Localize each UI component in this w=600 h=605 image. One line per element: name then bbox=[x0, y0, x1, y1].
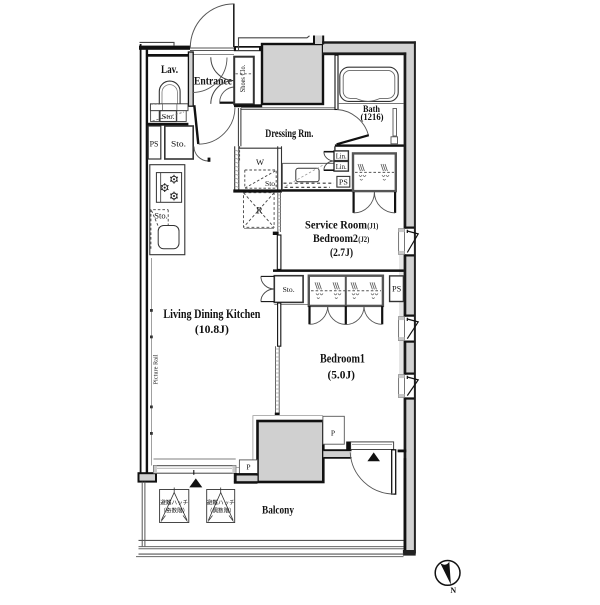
svg-text:P: P bbox=[246, 462, 250, 471]
svg-text:Balcony: Balcony bbox=[262, 505, 294, 517]
svg-text:Bedroom1: Bedroom1 bbox=[320, 352, 365, 366]
svg-text:Lin.: Lin. bbox=[336, 163, 347, 171]
svg-text:(5.0J): (5.0J) bbox=[327, 368, 355, 382]
svg-text:Sto.: Sto. bbox=[171, 139, 186, 149]
svg-text:N: N bbox=[450, 586, 456, 595]
svg-text:Living Dining Kitchen: Living Dining Kitchen bbox=[163, 307, 260, 321]
svg-text:(10.8J): (10.8J) bbox=[195, 322, 229, 336]
svg-text:Service Room: Service Room bbox=[305, 217, 367, 231]
svg-text:PS: PS bbox=[150, 140, 159, 149]
svg-text:Sto.: Sto. bbox=[154, 211, 168, 220]
svg-text:避難ハッチ: 避難ハッチ bbox=[207, 499, 235, 507]
svg-text:Bath: Bath bbox=[363, 105, 381, 115]
svg-text:P: P bbox=[331, 429, 335, 438]
svg-text:Sto.: Sto. bbox=[283, 285, 295, 294]
svg-text:Dressing Rm.: Dressing Rm. bbox=[265, 128, 313, 140]
svg-text:Bedroom2: Bedroom2 bbox=[313, 231, 358, 245]
svg-text:(J1): (J1) bbox=[367, 220, 378, 230]
svg-text:Shoes Clo.: Shoes Clo. bbox=[239, 65, 247, 93]
svg-text:R: R bbox=[256, 207, 263, 217]
svg-text:（奇数階）: （奇数階） bbox=[160, 507, 188, 515]
svg-text:Entrance: Entrance bbox=[194, 74, 233, 88]
svg-text:PS: PS bbox=[339, 178, 348, 187]
svg-text:（偶数階）: （偶数階） bbox=[207, 507, 235, 515]
svg-text:Lin.: Lin. bbox=[336, 152, 347, 160]
svg-text:W: W bbox=[256, 157, 264, 167]
svg-text:避難ハッチ: 避難ハッチ bbox=[160, 499, 188, 507]
svg-text:Lav.: Lav. bbox=[161, 62, 178, 76]
svg-text:Picture Rail: Picture Rail bbox=[153, 354, 160, 384]
svg-text:Sto.: Sto. bbox=[162, 112, 175, 121]
svg-text:(2.7J): (2.7J) bbox=[330, 247, 353, 259]
svg-text:(J2): (J2) bbox=[358, 234, 369, 244]
svg-text:PS: PS bbox=[392, 285, 401, 294]
svg-text:(1216): (1216) bbox=[361, 112, 384, 123]
svg-text:Sto.: Sto. bbox=[265, 179, 277, 188]
